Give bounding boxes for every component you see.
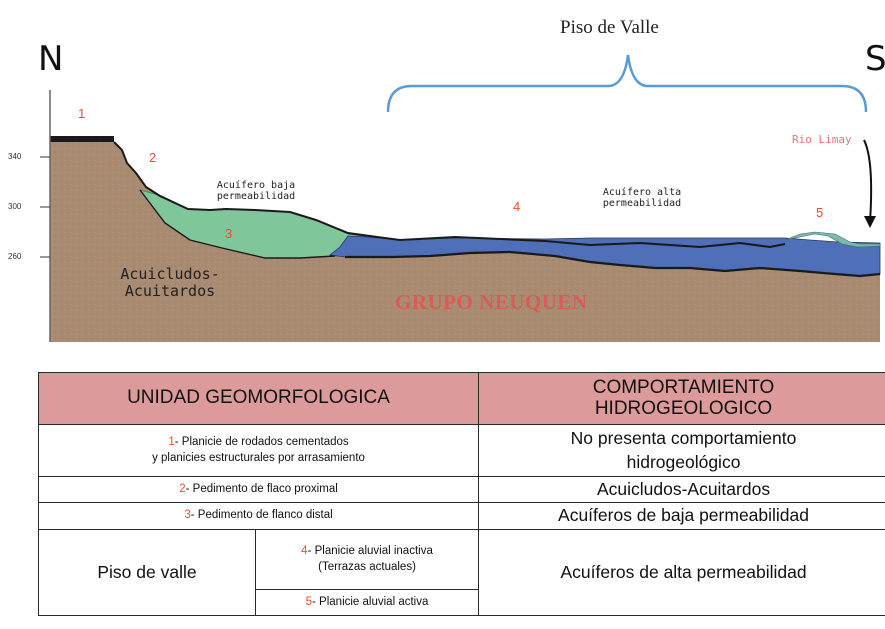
unidad-cell-5: 5- Planicie aluvial activa [254,589,480,616]
comportamiento-cell-2: Acuicludos-Acuitardos [478,476,885,503]
comportamiento-1-line-2: hidrogeológico [626,451,741,472]
header-comportamiento: COMPORTAMIENTO HIDROGEOLOGICO [478,372,885,425]
aquifer-high-line-2: permeabilidad [602,198,682,209]
south-label: S [865,39,885,79]
header-comportamiento-line-1: COMPORTAMIENTO [592,376,775,398]
table-row: 1- Planicie de rodados cementados y plan… [37,424,885,477]
table-row: 2- Pedimento de flaco proximal Acuicludo… [37,476,885,503]
row-number-1: 1 [168,435,175,448]
tick-label-340: 340 [8,152,22,161]
unidad-3-text: - Pedimento de flanco distal [190,509,333,522]
geomorphology-table: UNIDAD GEOMORFOLOGICA COMPORTAMIENTO HID… [37,372,885,616]
comportamiento-cell-1: No presenta comportamiento hidrogeológic… [478,424,885,477]
unidad-4-line-1: 4- Planicie aluvial inactiva [260,544,474,560]
surface-line [113,141,786,249]
valley-floor-title: Piso de Valle [560,17,659,38]
unit-number-5: 5 [816,205,824,220]
unidad-cell-4: 4- Planicie aluvial inactiva (Terrazas a… [254,529,480,590]
row-number-4: 4 [301,544,308,557]
pediment-contact-line [139,189,336,259]
unidad-cell-1: 1- Planicie de rodados cementados y plan… [37,424,480,477]
acuicludos-line-1: Acuicludos- [120,265,220,283]
aquifer-low-line-1: Acuífero baja [216,180,296,191]
header-unidad: UNIDAD GEOMORFOLOGICA [37,372,480,425]
table-row: 3- Pedimento de flanco distal Acuíferos … [37,502,885,530]
unit-number-3: 3 [225,226,233,241]
unidad-2-text: - Pedimento de flaco proximal [185,482,338,495]
table-row: 5- Planicie aluvial activa [39,589,885,616]
unit-number-4: 4 [513,199,521,214]
valley-brace [386,54,868,113]
unidad-cell-3: 3- Pedimento de flanco distal [37,502,480,530]
unidad-4-text-a: - Planicie aluvial inactiva [307,544,433,557]
unidad-cell-2: 2- Pedimento de flaco proximal [37,476,480,503]
unit-number-1: 1 [78,106,86,121]
piso-valle-cell: Piso de valle [38,529,256,616]
base-contact-line [345,250,881,278]
header-comportamiento-line-2: HIDROGEOLOGICO [594,397,773,419]
north-label: N [38,39,64,79]
unidad-5-text: - Planicie aluvial activa [312,595,429,608]
tick-label-300: 300 [8,202,22,211]
unidad-1-line-1: 1- Planicie de rodados cementados [43,435,474,451]
rio-arrow [863,139,873,223]
aquifer-high-label: Acuífero alta permeabilidad [582,187,702,209]
acuicludos-line-2: Acuitardos [124,282,216,301]
grupo-neuquen-label: GRUPO NEUQUEN [395,290,588,314]
table-header-row: UNIDAD GEOMORFOLOGICA COMPORTAMIENTO HID… [37,372,885,425]
comportamiento-1-line-1: No presenta comportamiento [570,427,797,448]
comportamiento-cell-3: Acuíferos de baja permeabilidad [478,502,885,530]
aquifer-high-line-1: Acuífero alta [602,187,682,198]
table-row: Piso de valle 4- Planicie aluvial inacti… [38,529,885,616]
tick-label-260: 260 [8,252,22,261]
rio-arrow-head [864,216,876,228]
cross-section-diagram [40,54,881,342]
unidad-1-line-2: y planicies estructurales por arrasamien… [152,451,365,464]
river-bank [784,231,881,248]
unit-number-2: 2 [149,150,157,165]
aquifer-low-line-2: permeabilidad [216,191,296,202]
aquifer-low-label: Acuífero baja permeabilidad [196,180,316,202]
row-number-5: 5 [305,595,313,608]
unidad-1-text-a: - Planicie de rodados cementados [174,435,349,448]
row-number-2: 2 [179,482,186,495]
unidad-4-line-2: (Terrazas actuales) [318,560,416,573]
acuicludos-label: Acuicludos- Acuitardos [100,265,240,301]
rio-limay-label: Rio Limay [792,133,852,146]
row-number-3: 3 [184,509,191,522]
comportamiento-cell-4: Acuíferos de alta permeabilidad [478,529,885,616]
